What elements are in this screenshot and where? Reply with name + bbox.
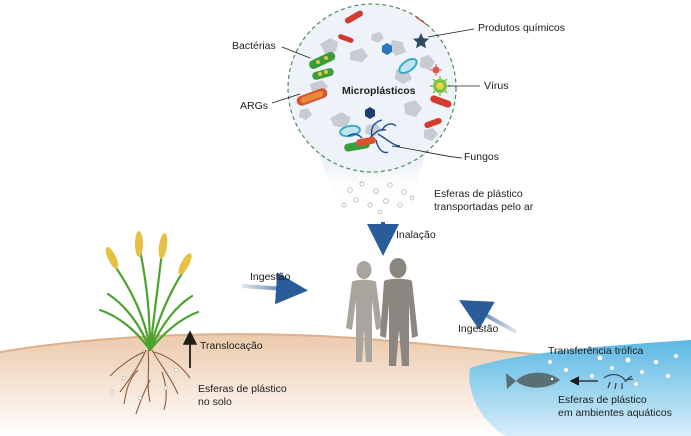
args-label: ARGs (240, 100, 269, 112)
airborne-spheres-label: Esferas de plástico transportadas pelo a… (434, 188, 534, 213)
plant-illustration (98, 231, 200, 415)
microplastics-contents (296, 10, 452, 154)
fungi-icon (347, 119, 401, 154)
airborne-plastic-spheres (341, 181, 415, 215)
chemical-star-icon (413, 33, 429, 49)
trophic-transfer-label: Transferência trófica (548, 345, 644, 357)
ground (0, 334, 560, 436)
water-plastic-spheres (547, 353, 679, 387)
aquatic-spheres-label: Esferas de plástico em ambientes aquátic… (558, 394, 672, 419)
microplastics-label: Microplásticos (342, 85, 416, 97)
translocation-label: Translocação (200, 340, 263, 352)
virus-icon (430, 76, 450, 96)
bacteria-label: Bactérias (232, 40, 276, 52)
water-body (469, 340, 691, 436)
leader-lines (271, 28, 480, 159)
ingestion-left-label: Ingestão (250, 271, 291, 283)
ingestion-left-arrow (241, 272, 308, 305)
ground-surface (0, 333, 561, 357)
human-man (380, 258, 418, 366)
shrimp-icon (603, 373, 634, 390)
chemicals-label: Produtos químicos (478, 22, 565, 34)
virus-label: Vírus (484, 80, 509, 92)
human-woman (346, 261, 382, 362)
soil-plastic-spheres (109, 367, 179, 401)
inhalation-label: Inalação (396, 229, 436, 241)
soil-spheres-label: Esferas de plástico no solo (198, 383, 287, 408)
fungi-label: Fungos (464, 151, 500, 163)
virus-small-icon (430, 64, 442, 76)
ingestion-right-label: Ingestão (458, 323, 499, 335)
fish-icon (506, 372, 560, 389)
ingestion-right-arrow (459, 300, 517, 334)
